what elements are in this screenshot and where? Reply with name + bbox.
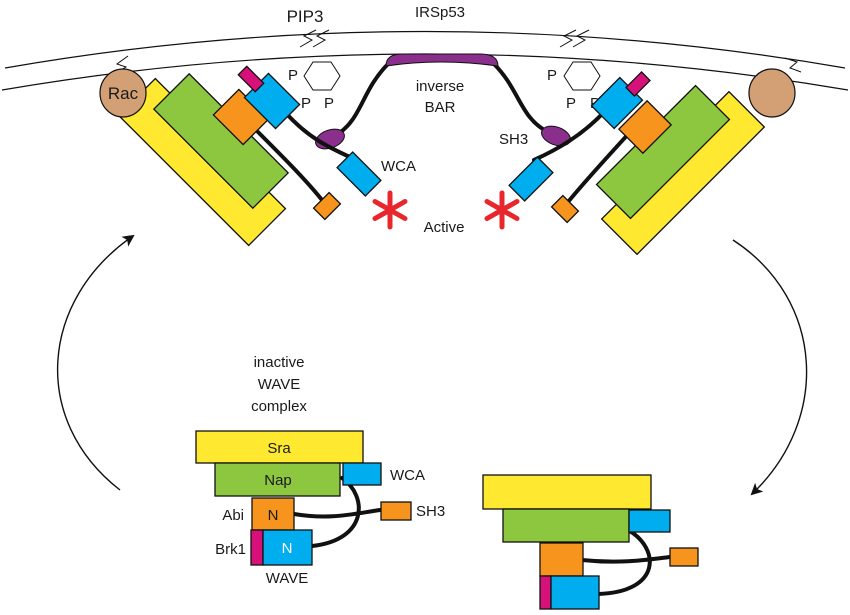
zigzag-lipid-icon <box>572 29 590 48</box>
wave-subunit <box>262 529 313 566</box>
zigzag-lipid-icon <box>559 29 577 48</box>
irsp53-linker-right <box>492 62 550 134</box>
abi-subunit <box>617 99 673 155</box>
wave-word-label: WAVE <box>258 376 301 393</box>
sh3-domain-right <box>541 125 571 147</box>
lipid-tails <box>113 29 802 75</box>
brk1-subunit <box>539 575 552 610</box>
wave-bottom-label: WAVE <box>266 570 309 587</box>
sh3-domain <box>669 547 699 567</box>
wca-top-label: WCA <box>381 158 416 175</box>
phosphate-label: P <box>324 95 334 112</box>
wca-linker-left <box>283 110 354 160</box>
sh3-binding-site-left <box>312 191 342 221</box>
brk1-subunit <box>625 71 651 97</box>
abi-n-label: N <box>268 507 279 524</box>
irsp53-label: IRSp53 <box>415 4 465 21</box>
wca-tether-intermediate <box>596 528 652 596</box>
sh3-binding-site-right <box>550 194 580 224</box>
red-asterisk-icon <box>372 190 408 230</box>
rac-protein <box>99 68 147 118</box>
sh3-tether-inactive <box>292 508 382 519</box>
sra-label: Sra <box>267 440 291 457</box>
phosphate-label: P <box>566 95 576 112</box>
zigzag-lipid-icon <box>299 29 317 48</box>
curved-arrow-icon <box>56 234 135 491</box>
complex-label: complex <box>251 398 307 415</box>
nap-subunit <box>214 462 341 497</box>
intermediate-wave-complex <box>482 474 699 610</box>
sh3-bottom-label: SH3 <box>416 503 445 520</box>
pip3-headgroup-left: P P P <box>288 61 341 112</box>
wave-n-label: N <box>282 540 293 557</box>
red-asterisk-icon <box>484 190 520 230</box>
nap-label: Nap <box>264 472 292 489</box>
wca-bottom-label: WCA <box>390 467 425 484</box>
nap-subunit <box>502 508 630 543</box>
hexagon-icon <box>563 61 601 91</box>
bar-label: BAR <box>425 99 456 116</box>
sra-subunit <box>195 430 364 464</box>
sh3-linker-right <box>566 128 634 204</box>
phosphate-label: P <box>547 67 557 84</box>
wca-linker-right <box>532 108 608 162</box>
wca-domain <box>342 462 382 486</box>
sh3-top-label: SH3 <box>499 131 528 148</box>
wave-subunit <box>550 575 600 610</box>
active-wave-complex-left <box>99 65 382 247</box>
sh3-linker-left <box>256 130 324 202</box>
inverse-label: inverse <box>416 78 464 95</box>
zigzag-lipid-icon <box>312 29 330 48</box>
pip3-label: PIP3 <box>287 7 324 26</box>
brk1-subunit <box>250 529 264 566</box>
zigzag-lipid-icon <box>784 57 802 73</box>
brk1-label: Brk1 <box>215 541 246 558</box>
rac-protein-right <box>748 68 796 118</box>
inactive-wave-complex <box>195 430 412 566</box>
inactive-label: inactive <box>254 354 305 371</box>
sra-subunit <box>482 474 652 510</box>
irsp53-linker-left <box>336 62 390 136</box>
brk1-subunit <box>237 65 265 93</box>
wca-domain <box>628 509 671 533</box>
irsp53-protein <box>315 53 571 150</box>
rac-label: Rac <box>108 84 139 103</box>
abi-subunit <box>251 497 295 531</box>
abi-subunit <box>539 542 584 577</box>
sh3-tether-intermediate <box>580 555 672 564</box>
abi-label: Abi <box>222 507 244 524</box>
curved-arrow-icon <box>732 239 808 496</box>
sh3-domain <box>380 501 412 521</box>
wca-domain-right <box>508 156 554 202</box>
phosphate-label: P <box>288 67 298 84</box>
hexagon-icon <box>303 61 341 91</box>
wca-domain-left <box>336 151 382 197</box>
active-wave-complex-right <box>508 68 796 256</box>
phosphate-label: P <box>301 95 311 112</box>
active-label: Active <box>424 219 465 236</box>
